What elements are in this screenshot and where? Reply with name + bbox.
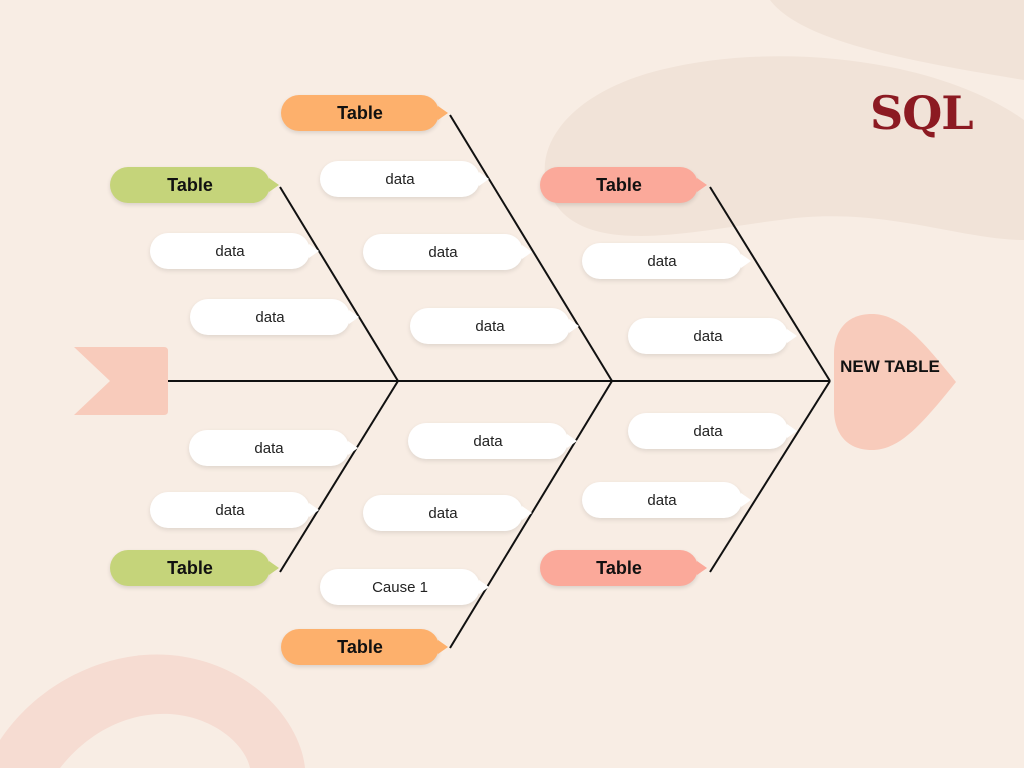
- sql-logo: SQL: [870, 86, 974, 140]
- effect-label: NEW TABLE: [840, 357, 940, 376]
- category-label[interactable]: Table: [540, 167, 707, 203]
- background-swirl-top: [544, 56, 1024, 240]
- bone-lower-1: [279, 380, 399, 573]
- cause-label[interactable]: data: [628, 318, 797, 354]
- cause-label[interactable]: data: [410, 308, 579, 344]
- bone-upper-3: [709, 186, 831, 382]
- cause-label[interactable]: data: [150, 492, 319, 528]
- fish-head: [834, 314, 956, 450]
- cause-label[interactable]: data: [363, 495, 532, 531]
- cause-label[interactable]: data: [150, 233, 319, 269]
- fish-tail: [74, 347, 168, 415]
- cause-label[interactable]: data: [190, 299, 359, 335]
- cause-label[interactable]: Cause 1: [320, 569, 489, 605]
- cause-label[interactable]: data: [582, 243, 751, 279]
- category-label[interactable]: Table: [281, 629, 448, 665]
- cause-label[interactable]: data: [582, 482, 751, 518]
- category-label[interactable]: Table: [540, 550, 707, 586]
- background-swirl-top-2: [770, 0, 1024, 80]
- cause-label[interactable]: data: [363, 234, 532, 270]
- bone-lower-3: [709, 380, 831, 573]
- background-swirl-bottom-inner: [60, 713, 250, 768]
- cause-label[interactable]: data: [189, 430, 358, 466]
- category-label[interactable]: Table: [110, 167, 279, 203]
- cause-label[interactable]: data: [408, 423, 577, 459]
- bone-upper-1: [279, 186, 399, 382]
- cause-label[interactable]: data: [320, 161, 489, 197]
- category-label[interactable]: Table: [281, 95, 448, 131]
- cause-label[interactable]: data: [628, 413, 797, 449]
- category-label[interactable]: Table: [110, 550, 279, 586]
